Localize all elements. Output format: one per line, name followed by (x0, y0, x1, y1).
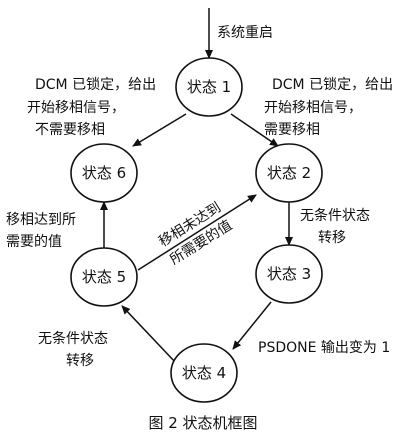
edge-label-s1-s2-line1: DCM 已锁定，给出 (272, 77, 393, 93)
state-3-label: 状态 3 (267, 265, 311, 283)
state-6-node: 状态 6 (70, 143, 138, 203)
edge-s1-to-s6 (132, 113, 187, 147)
edge-label-restart: 系统重启 (217, 25, 273, 41)
edge-label-s4-s5-line1: 无条件状态 (38, 330, 108, 347)
edge-s4-to-s5 (121, 305, 177, 364)
edge-s5-to-s2 (137, 194, 257, 271)
state-1-node: 状态 1 (175, 57, 243, 117)
edge-label-s2-s3-line2: 转移 (318, 230, 346, 246)
edge-label-s1-s6-line3: 不需要移相 (35, 122, 105, 138)
edge-label-s1-s6-line2: 开始移相信号， (27, 100, 125, 116)
state-2-node: 状态 2 (255, 143, 323, 203)
edge-label-s4-s5-line2: 转移 (66, 353, 94, 369)
edge-label-s1-s6-line1: DCM 已锁定，给出 (35, 77, 156, 93)
figure-caption: 图 2 状态机框图 (148, 414, 257, 432)
state-4-node: 状态 4 (170, 343, 238, 403)
state-3-node: 状态 3 (255, 244, 323, 304)
edge-label-s2-s3-line1: 无条件状态 (300, 207, 370, 224)
state-2-label: 状态 2 (267, 164, 311, 182)
state-6-label: 状态 6 (82, 164, 126, 182)
edge-s3-to-s4 (232, 301, 272, 350)
edge-label-s1-s2-line3: 需要移相 (264, 122, 320, 138)
edge-label-s1-s2-line2: 开始移相信号， (264, 100, 362, 116)
state-4-label: 状态 4 (182, 364, 226, 382)
state-5-label: 状态 5 (82, 268, 126, 286)
state-5-node: 状态 5 (70, 247, 138, 307)
edge-s1-to-s2 (230, 113, 279, 147)
edge-label-s5-s6-line2: 需要的值 (6, 234, 62, 250)
edge-label-s3-s4: PSDONE 输出变为 1 (258, 340, 390, 356)
edge-label-s5-s6-line1: 移相达到所 (6, 212, 76, 228)
state-1-label: 状态 1 (187, 78, 231, 96)
